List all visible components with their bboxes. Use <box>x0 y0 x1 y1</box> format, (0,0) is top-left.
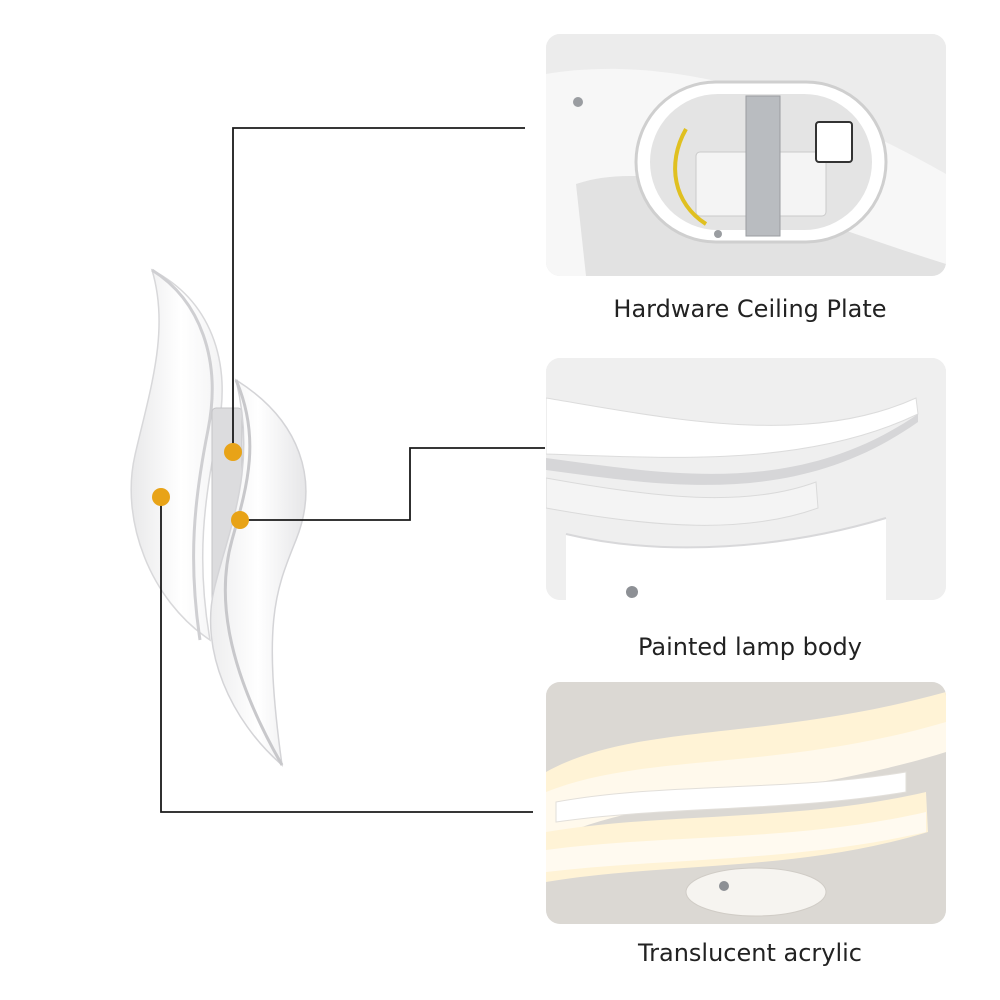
translucent-acrylic-photo <box>546 682 946 924</box>
leader-line-acrylic <box>160 497 533 813</box>
lamp-back-leaf-rim <box>151 268 214 641</box>
callout-dot-acrylic <box>152 488 170 506</box>
leader-line-hardware <box>232 127 525 452</box>
callout-dot-hardware <box>224 443 242 461</box>
caption-translucent-acrylic: Translucent acrylic <box>637 939 862 967</box>
painted-lamp-body-photo <box>546 358 946 600</box>
leader-line-body <box>240 447 545 521</box>
caption-painted-lamp-body: Painted lamp body <box>638 633 862 661</box>
hardware-ceiling-plate-photo <box>546 34 946 276</box>
caption-hardware-ceiling-plate: Hardware Ceiling Plate <box>613 295 887 323</box>
lamp-front-leaf-rim <box>223 379 284 766</box>
lamp-back-leaf <box>130 268 223 642</box>
callout-dot-body <box>231 511 249 529</box>
